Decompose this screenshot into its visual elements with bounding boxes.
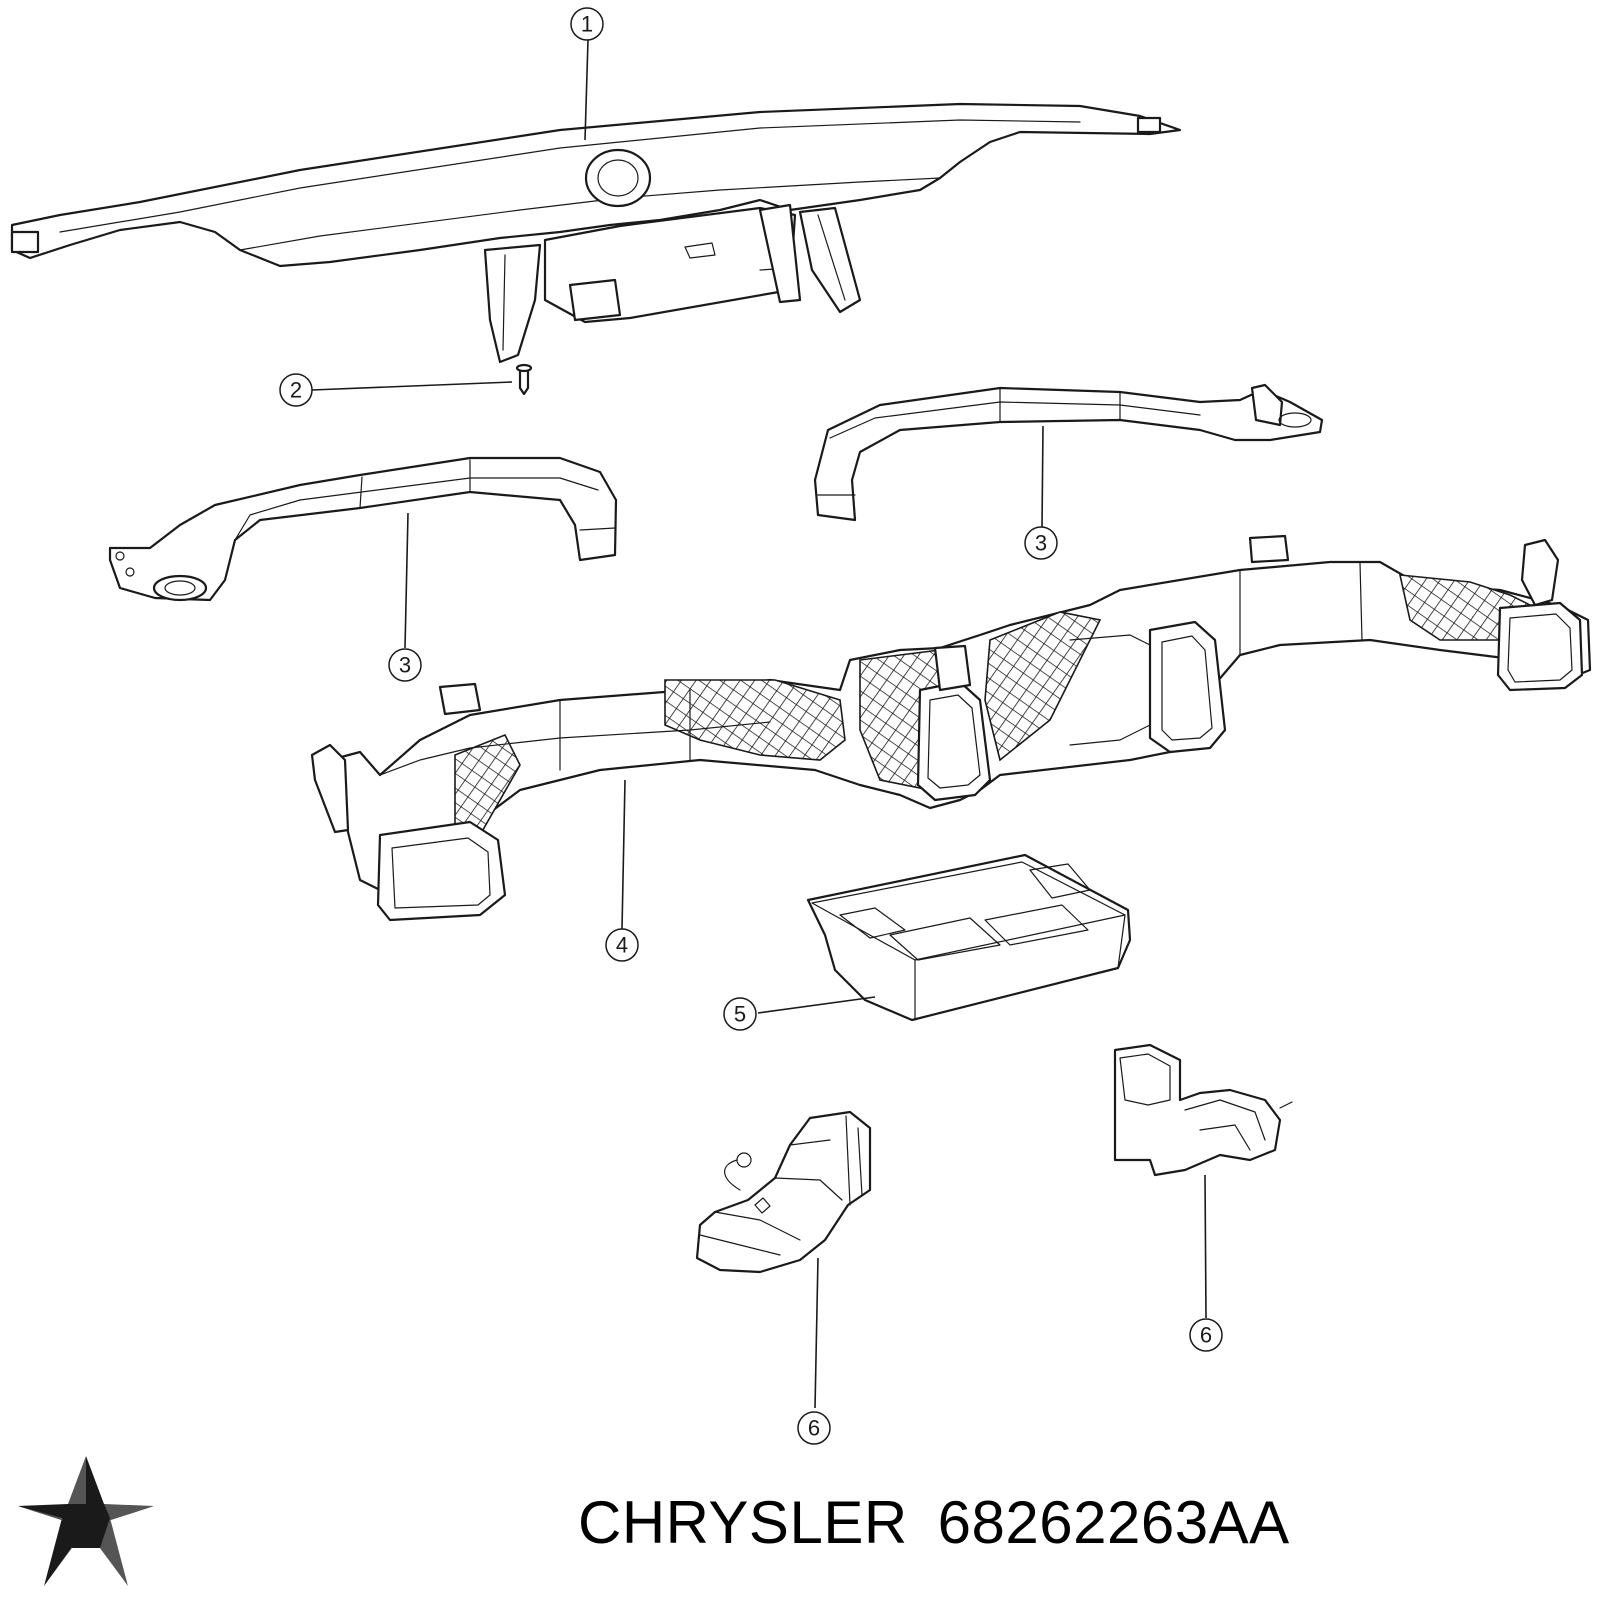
push-pin-clip: [515, 363, 533, 396]
chrysler-pentastar-icon: [6, 1450, 166, 1600]
callout-5-label: 5: [734, 1002, 746, 1027]
part-number: 68262263AA: [937, 1489, 1290, 1556]
callout-6-right: 6: [1189, 1318, 1223, 1352]
rear-floor-duct-left: [695, 1110, 872, 1274]
leader-line-3-left: [404, 512, 409, 649]
leader-line-6-right: [1204, 1174, 1207, 1319]
center-outlet-grille: [806, 853, 1132, 1022]
leader-line-4: [621, 779, 626, 930]
callout-1: 1: [570, 7, 604, 41]
leader-line-5: [757, 996, 876, 1014]
callout-3-left: 3: [388, 648, 422, 682]
callout-1-label: 1: [581, 12, 593, 37]
callout-2-label: 2: [290, 378, 302, 403]
leader-line-6-left: [814, 1257, 819, 1409]
leader-line-2: [311, 381, 513, 391]
callout-3-left-label: 3: [399, 653, 411, 678]
main-panel-duct: [310, 534, 1592, 922]
callout-4-label: 4: [616, 933, 628, 958]
leader-lines: [311, 39, 1207, 1409]
defroster-duct-panel: [10, 102, 1182, 364]
brand-name: CHRYSLER: [578, 1489, 908, 1556]
rear-floor-duct-right: [1113, 1043, 1293, 1177]
leader-line-1: [584, 39, 589, 141]
callout-3-right: 3: [1024, 526, 1058, 560]
callout-3-right-label: 3: [1035, 531, 1047, 556]
callout-6-left: 6: [797, 1411, 831, 1445]
side-window-duct-left: [108, 456, 618, 602]
callout-2: 2: [279, 373, 313, 407]
side-window-duct-right: [813, 383, 1324, 522]
callout-5: 5: [723, 997, 757, 1031]
callout-6-right-label: 6: [1200, 1323, 1212, 1348]
callout-6-left-label: 6: [808, 1416, 820, 1441]
callout-4: 4: [605, 928, 639, 962]
leader-line-3-right: [1041, 425, 1044, 528]
part-caption: CHRYSLER 68262263AA: [578, 1488, 1588, 1557]
